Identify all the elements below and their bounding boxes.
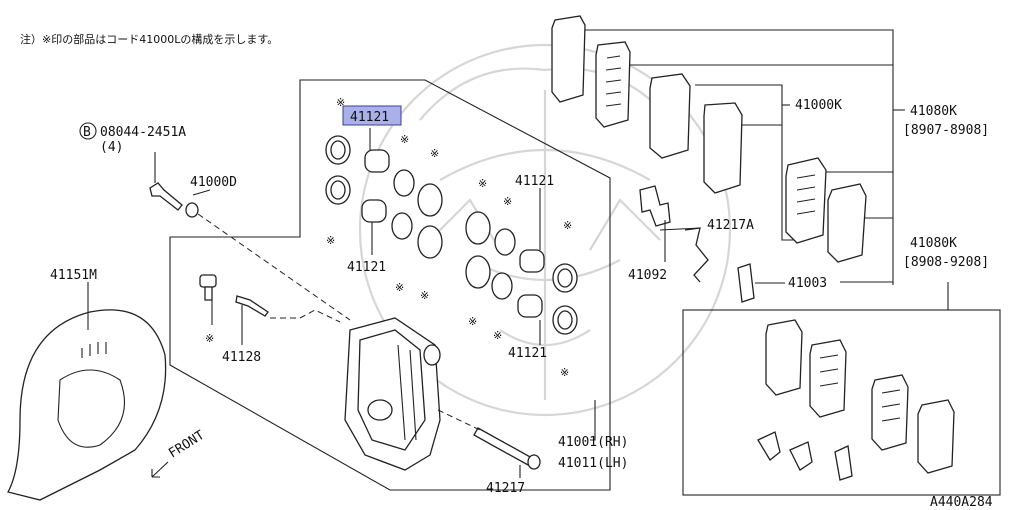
brake-pad-set-2 (649, 73, 743, 194)
pad-kit-bracket (585, 29, 905, 284)
kome-mark: ※ (560, 366, 569, 379)
brake-pad-set-3 (785, 157, 867, 263)
kome-mark: ※ (400, 133, 409, 146)
label-41121-right-top: 41121 (515, 174, 554, 189)
label-41217: 41217 (486, 481, 525, 496)
caliper-body (344, 317, 441, 471)
label-41151M: 41151M (50, 268, 97, 283)
brake-pad-set-1 (551, 15, 631, 128)
kome-mark: ※ (493, 329, 502, 342)
label-bolt-code: 08044-2451A (100, 125, 186, 140)
label-41080K-a-range: [8907-8908] (903, 123, 989, 138)
caliper-kit-outline (169, 79, 611, 491)
b-mark: B (83, 125, 91, 140)
label-41121-right-bottom: 41121 (508, 346, 547, 361)
kome-mark: ※ (478, 177, 487, 190)
leader-lines (87, 128, 894, 478)
label-41121-top: 41121 (350, 110, 389, 125)
figure-code: A440A284 (930, 495, 993, 510)
kome-mark: ※ (326, 234, 335, 247)
anti-rattle-clip (639, 185, 671, 227)
label-41000D: 41000D (190, 175, 237, 190)
kome-marks: ※ ※ ※ ※ ※ ※ ※ ※ ※ ※ ※ ※ ※ (205, 96, 572, 379)
label-41000K: 41000K (795, 98, 842, 113)
label-41092: 41092 (628, 268, 667, 283)
watermark-emblem (358, 43, 732, 417)
pad-kit-box-8908 (682, 309, 1001, 496)
pad-shim (737, 263, 755, 303)
label-41080K-b-range: [8908-9208] (903, 255, 989, 270)
front-arrow-icon (151, 461, 169, 478)
label-41080K-a: 41080K (910, 104, 957, 119)
b-mark-circle (79, 122, 97, 140)
highlight-41121 (342, 105, 402, 126)
guide-pin (473, 427, 541, 470)
kome-mark: ※ (430, 147, 439, 160)
kome-mark: ※ (420, 289, 429, 302)
front-label: FRONT (166, 428, 207, 462)
label-41217A: 41217A (707, 218, 754, 233)
kome-mark: ※ (336, 96, 345, 109)
kome-mark: ※ (395, 281, 404, 294)
dust-shield (7, 309, 167, 501)
label-41011-lh: 41011(LH) (558, 456, 628, 471)
mounting-bolt (149, 182, 481, 431)
label-41001-rh: 41001(RH) (558, 435, 628, 450)
pad-spring (684, 227, 709, 283)
label-bolt-qty: (4) (100, 140, 123, 155)
label-41080K-b: 41080K (910, 236, 957, 251)
kome-note: 注）※印の部品はコード41000Lの構成を示します。 (20, 32, 278, 46)
kome-mark: ※ (468, 315, 477, 328)
piston-seal-group (325, 135, 578, 335)
bleeder-screw (199, 274, 341, 323)
label-41128: 41128 (222, 350, 261, 365)
kome-mark: ※ (205, 332, 214, 345)
label-41003: 41003 (788, 276, 827, 291)
kome-mark: ※ (503, 195, 512, 208)
brake-pad-set-lower (757, 319, 955, 481)
kome-mark: ※ (563, 219, 572, 232)
label-41121-left: 41121 (347, 260, 386, 275)
